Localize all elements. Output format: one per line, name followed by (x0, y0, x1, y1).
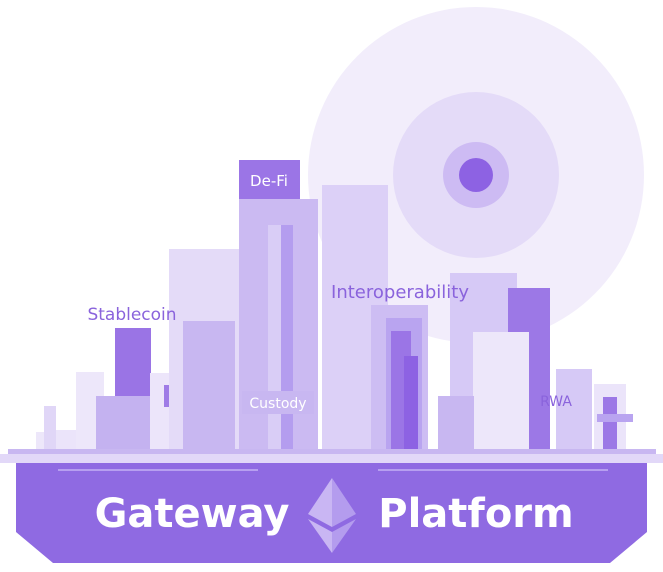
building-interop-dark-b (404, 356, 418, 454)
platform-top-ledge (8, 449, 656, 455)
building-far-left-b (44, 406, 56, 454)
label-custody-box (242, 391, 314, 414)
label-interoperability: Interoperability (331, 282, 469, 303)
building-defi-cap (239, 160, 300, 199)
eth-bottom-right (332, 519, 356, 553)
building-mid-front (183, 321, 235, 454)
building-labels: De-Fi Stablecoin Interoperability Custod… (87, 172, 572, 414)
orb-core (459, 158, 493, 192)
eth-top-left (308, 478, 332, 527)
building-far-right-c (603, 397, 617, 454)
building-right-white (473, 332, 529, 454)
eth-bottom-left (308, 519, 332, 553)
orb-group (308, 7, 644, 343)
skyline (36, 160, 633, 454)
platform-top-band (0, 454, 663, 463)
building-stablecoin-tower (115, 328, 151, 396)
building-left-block (96, 396, 151, 454)
building-defi-stripe-dark (281, 225, 293, 454)
label-custody: Custody (249, 396, 306, 412)
eth-top-right (332, 478, 356, 527)
building-far-right-bar (597, 414, 633, 422)
label-defi: De-Fi (250, 172, 288, 190)
label-rwa: RWA (540, 394, 572, 410)
ethereum-diamond-icon (308, 478, 356, 553)
platform-title-right: Platform (378, 491, 573, 537)
label-stablecoin: Stablecoin (87, 305, 176, 325)
platform-top (0, 449, 663, 463)
platform-title-left: Gateway (95, 491, 290, 537)
platform-body: Gateway Platform (16, 463, 647, 563)
building-right-low (438, 396, 474, 454)
building-far-right-a (556, 369, 592, 454)
